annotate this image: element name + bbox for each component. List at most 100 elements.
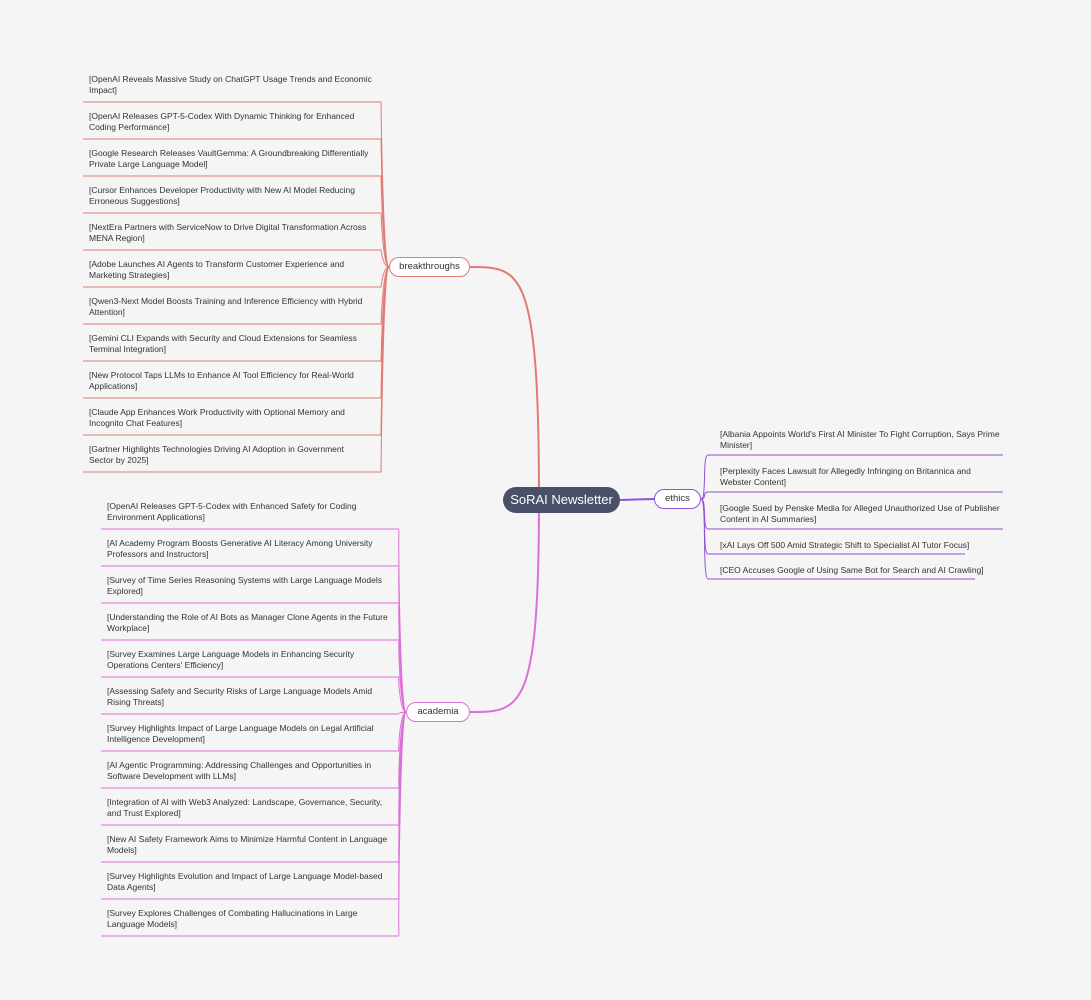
breakthroughs-item-line: Terminal Integration] <box>89 344 167 354</box>
breakthroughs-item-connector <box>83 249 390 268</box>
academia-item-line: [New AI Safety Framework Aims to Minimiz… <box>107 834 388 844</box>
academia-item-line: Language Models] <box>107 919 177 929</box>
breakthroughs-item-line: Coding Performance] <box>89 122 170 132</box>
academia-item[interactable]: [New AI Safety Framework Aims to Minimiz… <box>107 834 407 856</box>
academia-item-line: [Survey Highlights Impact of Large Langu… <box>107 723 374 733</box>
breakthroughs-item-line: Impact] <box>89 85 117 95</box>
breakthroughs-item-connector <box>83 212 390 268</box>
ethics-item-line: Minister] <box>720 440 753 450</box>
academia-item[interactable]: [Survey Highlights Impact of Large Langu… <box>107 723 407 745</box>
breakthroughs-item-connector <box>83 266 390 288</box>
breakthroughs-item[interactable]: [Gartner Highlights Technologies Driving… <box>89 444 389 466</box>
academia-main-connector <box>469 499 540 713</box>
academia-item-line: Models] <box>107 845 137 855</box>
breakthroughs-item-line: Sector by 2025] <box>89 455 149 465</box>
central-topic-node[interactable]: SoRAI Newsletter <box>503 487 620 513</box>
breakthroughs-item-line: [Google Research Releases VaultGemma: A … <box>89 148 369 158</box>
academia-item-line: [Understanding the Role of AI Bots as Ma… <box>107 612 388 622</box>
breakthroughs-item-line: [Qwen3-Next Model Boosts Training and In… <box>89 296 363 306</box>
breakthroughs-item-line: [OpenAI Releases GPT-5-Codex With Dynami… <box>89 111 355 121</box>
breakthroughs-item-line: [OpenAI Reveals Massive Study on ChatGPT… <box>89 74 372 84</box>
academia-item-line: [Survey Highlights Evolution and Impact … <box>107 871 383 881</box>
breakthroughs-item-line: [Gartner Highlights Technologies Driving… <box>89 444 344 454</box>
breakthroughs-item-line: Applications] <box>89 381 138 391</box>
academia-item-line: Intelligence Development] <box>107 734 205 744</box>
ethics-item-line: [Albania Appoints World's First AI Minis… <box>720 429 1000 439</box>
academia-item[interactable]: [AI Academy Program Boosts Generative AI… <box>107 538 407 560</box>
breakthroughs-item-connector <box>83 266 390 473</box>
academia-item[interactable]: [Understanding the Role of AI Bots as Ma… <box>107 612 407 634</box>
academia-item-connector <box>101 602 407 713</box>
academia-item-line: [AI Agentic Programming: Addressing Chal… <box>107 760 372 770</box>
breakthroughs-item[interactable]: [NextEra Partners with ServiceNow to Dri… <box>89 222 389 244</box>
ethics-item[interactable]: [CEO Accuses Google of Using Same Bot fo… <box>720 565 1003 576</box>
breakthroughs-item-line: [NextEra Partners with ServiceNow to Dri… <box>89 222 367 232</box>
branch-node-academia[interactable]: academia <box>406 702 470 722</box>
breakthroughs-item[interactable]: [Claude App Enhances Work Productivity w… <box>89 407 389 429</box>
academia-item[interactable]: [Survey Explores Challenges of Combating… <box>107 908 407 930</box>
branch-node-breakthroughs[interactable]: breakthroughs <box>389 257 470 277</box>
academia-item-connector <box>101 711 407 715</box>
ethics-item[interactable]: [Perplexity Faces Lawsuit for Allegedly … <box>720 466 1003 488</box>
academia-item-line: Explored] <box>107 586 143 596</box>
academia-item-connector <box>101 565 407 713</box>
academia-item-line: and Trust Explored] <box>107 808 181 818</box>
ethics-item[interactable]: [xAI Lays Off 500 Amid Strategic Shift t… <box>720 540 1003 551</box>
academia-item-line: [Assessing Safety and Security Risks of … <box>107 686 373 696</box>
academia-item[interactable]: [Integration of AI with Web3 Analyzed: L… <box>107 797 407 819</box>
academia-item-connector <box>101 711 407 937</box>
breakthroughs-item[interactable]: [Cursor Enhances Developer Productivity … <box>89 185 389 207</box>
academia-item-connector <box>101 639 407 713</box>
breakthroughs-item[interactable]: [New Protocol Taps LLMs to Enhance AI To… <box>89 370 389 392</box>
academia-item-connector <box>101 528 407 713</box>
breakthroughs-item-connector <box>83 101 390 268</box>
ethics-item[interactable]: [Albania Appoints World's First AI Minis… <box>720 429 1003 451</box>
academia-item-line: Data Agents] <box>107 882 156 892</box>
ethics-item[interactable]: [Google Sued by Penske Media for Alleged… <box>720 503 1003 525</box>
breakthroughs-item[interactable]: [OpenAI Releases GPT-5-Codex With Dynami… <box>89 111 389 133</box>
academia-item-line: Software Development with LLMs] <box>107 771 236 781</box>
breakthroughs-item-line: [Claude App Enhances Work Productivity w… <box>89 407 345 417</box>
academia-item[interactable]: [Assessing Safety and Security Risks of … <box>107 686 407 708</box>
academia-item-line: Workplace] <box>107 623 150 633</box>
academia-item-line: [Survey of Time Series Reasoning Systems… <box>107 575 382 585</box>
breakthroughs-item-line: Attention] <box>89 307 125 317</box>
breakthroughs-item-connector <box>83 138 390 268</box>
breakthroughs-item-connector <box>83 175 390 268</box>
breakthroughs-item[interactable]: [Adobe Launches AI Agents to Transform C… <box>89 259 389 281</box>
academia-item[interactable]: [AI Agentic Programming: Addressing Chal… <box>107 760 407 782</box>
ethics-item-line: [Perplexity Faces Lawsuit for Allegedly … <box>720 466 971 476</box>
breakthroughs-item-line: [New Protocol Taps LLMs to Enhance AI To… <box>89 370 354 380</box>
ethics-item-connector <box>700 498 975 580</box>
academia-item[interactable]: [OpenAI Releases GPT-5-Codex with Enhanc… <box>107 501 407 523</box>
ethics-item-line: Webster Content] <box>720 477 786 487</box>
academia-item-line: Operations Centers' Efficiency] <box>107 660 224 670</box>
academia-item-line: [AI Academy Program Boosts Generative AI… <box>107 538 373 548</box>
breakthroughs-item[interactable]: [Qwen3-Next Model Boosts Training and In… <box>89 296 389 318</box>
breakthroughs-main-connector <box>469 266 540 501</box>
academia-item[interactable]: [Survey Examines Large Language Models i… <box>107 649 407 671</box>
breakthroughs-item[interactable]: [Gemini CLI Expands with Security and Cl… <box>89 333 389 355</box>
breakthroughs-item-line: Marketing Strategies] <box>89 270 170 280</box>
ethics-item-line: [CEO Accuses Google of Using Same Bot fo… <box>720 565 984 575</box>
branch-node-ethics[interactable]: ethics <box>654 489 701 509</box>
breakthroughs-item[interactable]: [OpenAI Reveals Massive Study on ChatGPT… <box>89 74 389 96</box>
ethics-item-connector <box>700 454 1003 500</box>
breakthroughs-item-line: [Adobe Launches AI Agents to Transform C… <box>89 259 345 269</box>
ethics-item-line: [Google Sued by Penske Media for Alleged… <box>720 503 1000 513</box>
academia-item-line: Environment Applications] <box>107 512 205 522</box>
breakthroughs-item-line: MENA Region] <box>89 233 145 243</box>
academia-item-line: [Survey Examines Large Language Models i… <box>107 649 355 659</box>
ethics-item-line: Content in AI Summaries] <box>720 514 817 524</box>
academia-item-line: [Survey Explores Challenges of Combating… <box>107 908 358 918</box>
breakthroughs-item[interactable]: [Google Research Releases VaultGemma: A … <box>89 148 389 170</box>
academia-item-line: Rising Threats] <box>107 697 165 707</box>
academia-item-line: [Integration of AI with Web3 Analyzed: L… <box>107 797 383 807</box>
academia-item[interactable]: [Survey of Time Series Reasoning Systems… <box>107 575 407 597</box>
ethics-item-connector <box>700 491 1003 500</box>
academia-item-connector <box>101 676 407 713</box>
academia-item[interactable]: [Survey Highlights Evolution and Impact … <box>107 871 407 893</box>
ethics-main-connector <box>619 498 655 501</box>
ethics-item-line: [xAI Lays Off 500 Amid Strategic Shift t… <box>720 540 970 550</box>
